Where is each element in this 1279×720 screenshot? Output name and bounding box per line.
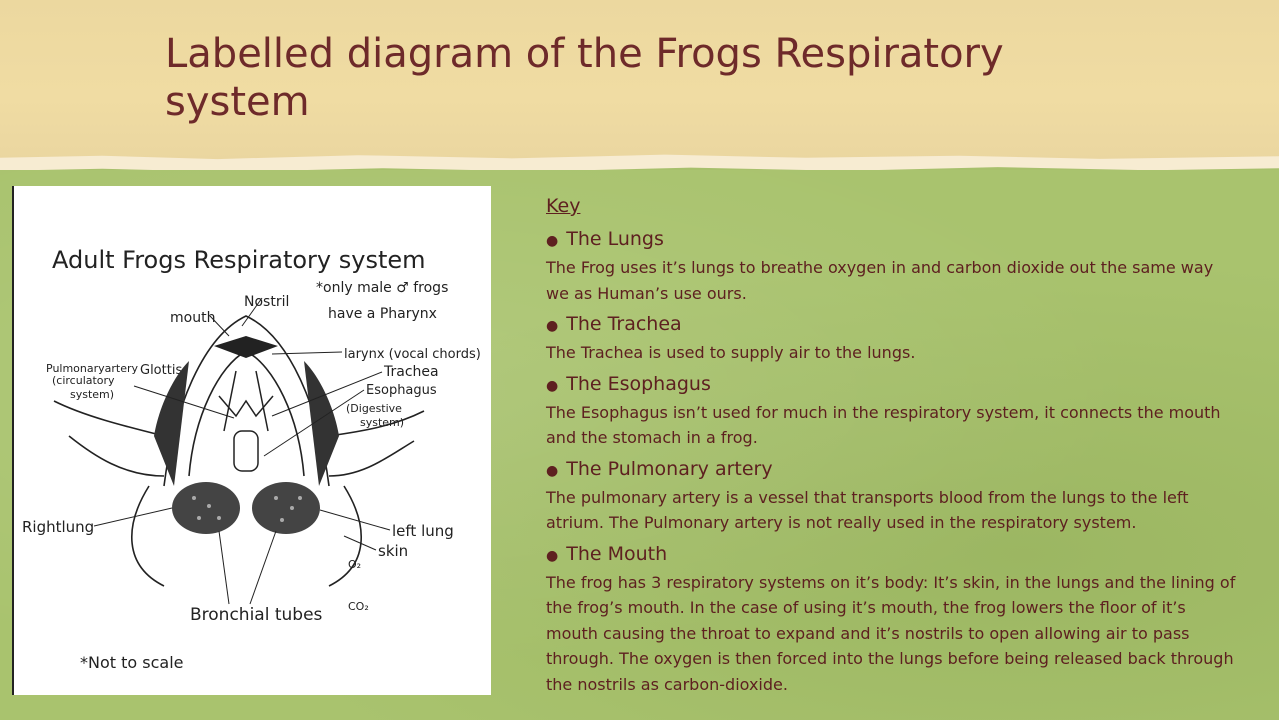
label-co2: CO₂ [348,600,369,613]
key-item-title: ●The Mouth [546,542,668,565]
svg-text:have a Pharynx: have a Pharynx [328,306,437,322]
svg-text:Esophagus: Esophagus [366,383,437,398]
slide-title: Labelled diagram of the Frogs Respirator… [165,31,1004,125]
svg-text:Pulmonaryartery: Pulmonaryartery [46,362,139,375]
frog-diagram: Adult Frogs Respiratory system *only mal… [12,186,491,695]
label-trachea: Trachea [383,364,439,380]
pharynx-note: *only male ♂ frogs have a Pharynx [316,280,448,322]
bullet-icon: ● [546,233,559,249]
torn-paper-edge [0,154,1279,172]
label-nostril: Nostril [244,294,289,310]
label-mouth: mouth [170,310,215,326]
label-glottis: Glottis [140,363,182,378]
frog-drawing: Adult Frogs Respiratory system *only mal… [22,246,481,672]
label-bronchial-tubes: Bronchial tubes [190,605,323,625]
label-esophagus: Esophagus (Digestive system) [346,383,437,429]
svg-text:(circulatory: (circulatory [52,374,115,387]
key-item-title: ●The Trachea [546,313,682,335]
key-item-title: ●The Esophagus [546,372,711,395]
key-item-title: ●The Pulmonary artery [546,457,773,480]
svg-text:*only male ♂ frogs: *only male ♂ frogs [316,280,448,296]
label-pulmonary-artery: Pulmonaryartery (circulatory system) [46,362,139,401]
key-item-body: The Trachea is used to supply air to the… [546,343,916,362]
diagram-heading: Adult Frogs Respiratory system [52,246,426,274]
key-item-body: The Esophagus isn’t used for much in the… [546,402,1221,448]
scale-note: *Not to scale [80,653,184,672]
key-item-body: The Frog uses it’s lungs to breathe oxyg… [546,258,1214,303]
bullet-icon: ● [546,318,559,334]
title-banner [0,0,1279,162]
label-skin: skin [378,542,408,560]
trachea-structure [218,370,274,472]
key-item-body: The pulmonary artery is a vessel that tr… [546,487,1189,533]
svg-text:system): system) [360,416,404,429]
leader-lines [93,297,391,605]
key-heading: Key [546,195,581,217]
bullet-icon: ● [546,462,559,479]
key-panel: Key ●The Lungs The Frog uses it’s lungs … [546,195,1236,701]
lungs [172,482,320,534]
label-right-lung: Rightlung [22,518,94,536]
key-item-title: ●The Lungs [546,228,664,250]
svg-text:system): system) [70,388,114,401]
key-item-body: The frog has 3 respiratory systems on it… [546,572,1236,694]
bullet-icon: ● [546,377,559,394]
dark-body-stripes [154,336,339,486]
label-larynx: larynx (vocal chords) [344,347,481,362]
bullet-icon: ● [546,547,559,564]
svg-text:(Digestive: (Digestive [346,402,402,415]
label-left-lung: left lung [392,522,454,540]
